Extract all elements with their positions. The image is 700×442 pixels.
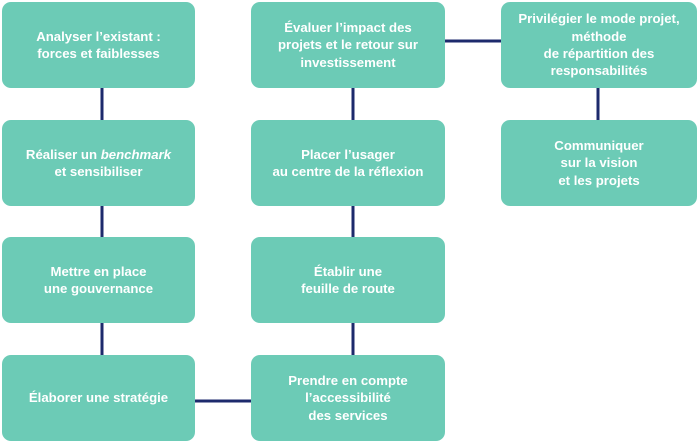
step-label-line: au centre de la réflexion — [272, 164, 424, 179]
step-label-line: investissement — [300, 54, 396, 70]
step-label-line: une gouvernance — [43, 281, 154, 296]
step-label-line: Privilégier le mode projet, — [518, 11, 680, 27]
step-label-line: Élaborer une stratégie — [28, 390, 169, 406]
step-evaluer-impact-projets: Évaluer l’impact des projets et le retou… — [251, 2, 445, 88]
step-label-line: Communiquer — [554, 137, 644, 153]
step-label-italic-word: benchmark — [100, 146, 172, 162]
step-label-line: Réaliser un benchmark — [25, 146, 172, 162]
step-analyser-existant: Analyser l’existant : forces et faibless… — [2, 2, 195, 88]
step-label-line: de répartition des — [543, 46, 655, 61]
step-label-line: responsabilités — [550, 63, 648, 79]
step-label-line: Mettre en place — [50, 263, 147, 279]
step-placer-usager-au-centre: Placer l’usager au centre de la réflexio… — [251, 120, 445, 206]
step-label-line: projets et le retour sur — [278, 37, 418, 53]
step-label-line: feuille de route — [301, 281, 395, 296]
step-label-line: et les projets — [558, 172, 640, 188]
step-label-line: Placer l’usager — [301, 146, 395, 162]
step-label-line: Évaluer l’impact des — [284, 19, 412, 35]
step-label-line: Analyser l’existant : — [36, 28, 161, 44]
step-label-line: des services — [308, 407, 388, 423]
step-label-line: sur la vision — [560, 155, 638, 171]
step-realiser-benchmark: Réaliser un benchmark et sensibiliser — [2, 120, 195, 206]
step-label-line: Établir une — [313, 263, 383, 279]
step-label-line: méthode — [571, 28, 627, 44]
step-prendre-en-compte-accessibilite: Prendre en compte l’accessibilité des se… — [251, 355, 445, 441]
step-elaborer-strategie: Élaborer une stratégie — [2, 355, 195, 441]
step-label-line: et sensibiliser — [54, 164, 143, 179]
step-etablir-feuille-de-route: Établir une feuille de route — [251, 237, 445, 323]
step-privilegier-mode-projet: Privilégier le mode projet, méthode de r… — [501, 2, 697, 88]
step-label-line: Prendre en compte — [288, 372, 408, 388]
step-label-line: l’accessibilité — [305, 390, 391, 406]
step-mettre-en-place-gouvernance: Mettre en place une gouvernance — [2, 237, 195, 323]
step-communiquer-vision-projets: Communiquer sur la vision et les projets — [501, 120, 697, 206]
step-label-line: forces et faiblesses — [37, 46, 160, 61]
